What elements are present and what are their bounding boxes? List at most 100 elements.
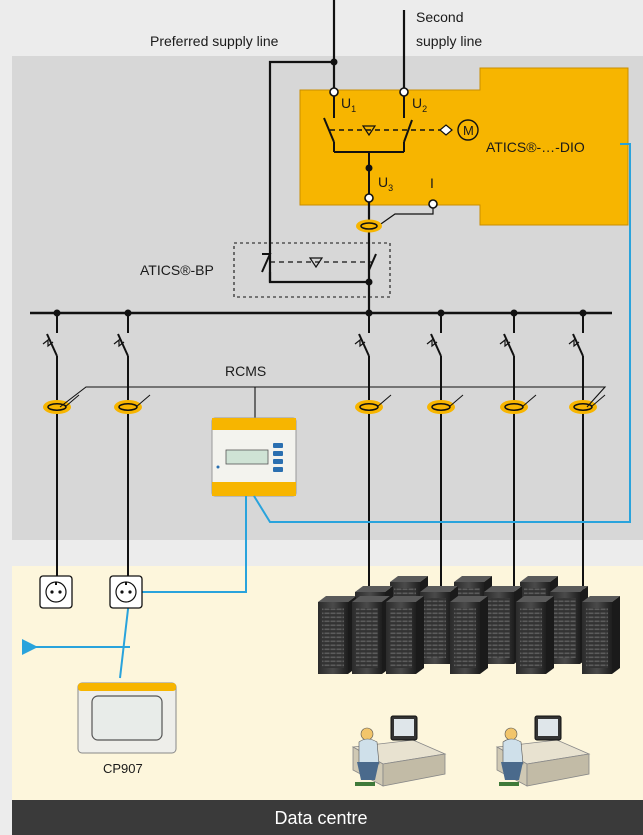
i-terminal [428, 199, 438, 209]
second-supply-label-2: supply line [416, 33, 482, 49]
rack-side [480, 596, 488, 674]
rack-top [352, 596, 390, 602]
junction-dot [330, 58, 338, 66]
cbt-signal-line [448, 394, 464, 408]
cbt-ring-icon [356, 219, 382, 233]
feeder-circuit [113, 309, 151, 576]
atics-dio-device [299, 67, 629, 226]
rack-top [318, 596, 356, 602]
breaker-trip-icon [113, 338, 125, 348]
cbt-ring-core [504, 403, 524, 411]
bypass-interlock-triangle [308, 257, 324, 269]
breaker-contact [117, 333, 129, 357]
supply-lines [268, 0, 406, 282]
cbt-ring-core [573, 403, 593, 411]
breaker-contact [572, 333, 584, 357]
desk-front [526, 753, 590, 787]
cbt-ring-core [360, 222, 378, 230]
breaker-trip-icon [426, 338, 438, 348]
u2-terminal [399, 87, 409, 97]
feeder-circuit [426, 309, 464, 600]
workstation-icon [495, 715, 591, 787]
rack-top [355, 586, 393, 592]
monitor-screen [394, 719, 414, 736]
desk-front [382, 753, 446, 787]
cbt-ring-core [359, 403, 379, 411]
server-rack-icon [318, 596, 356, 674]
rack-side [546, 596, 554, 674]
bypass-line [268, 272, 369, 284]
feeder-circuit [354, 309, 392, 600]
rack-side [416, 596, 424, 674]
cbt-ring-icon [427, 400, 455, 414]
rack-top [450, 596, 488, 602]
person-body [502, 738, 524, 765]
cbt-ring-icon [114, 400, 142, 414]
breaker-contact [430, 333, 442, 357]
breaker-contact [358, 333, 370, 357]
cbt-signal-line [590, 394, 606, 408]
atics-dio-label: ATICS®-…-DIO [486, 139, 585, 155]
cbt-ring-core [47, 403, 67, 411]
rack-top [484, 586, 522, 592]
interlock-triangle [361, 125, 377, 137]
rcms-label: RCMS [225, 363, 266, 379]
second-supply-label-1: Second [416, 9, 463, 25]
u1-label: U1 [341, 95, 356, 114]
junction-dot [365, 164, 373, 172]
u2-label: U2 [412, 95, 427, 114]
cbt-signal-line [377, 208, 434, 227]
server-rack-icon [516, 596, 554, 674]
person-head [504, 727, 518, 741]
rack-top [454, 576, 492, 582]
rack-units [322, 608, 344, 668]
rack-units [424, 598, 446, 658]
server-rack-icon [484, 586, 522, 664]
person-body [358, 738, 380, 765]
person-legs [357, 762, 379, 780]
person-legs [501, 762, 523, 780]
server-racks [318, 576, 620, 674]
current-input-label: I [430, 175, 434, 191]
footer-bar [12, 800, 643, 835]
junction-dot [365, 278, 373, 286]
breaker-contact [46, 333, 58, 357]
rcms-measuring-bus [59, 386, 607, 408]
cp907-panel-icon [77, 682, 177, 754]
chair-base [355, 782, 375, 786]
rack-units [488, 598, 510, 658]
server-rack-icon [352, 596, 390, 674]
rack-top [390, 576, 428, 582]
rack-top [516, 596, 554, 602]
server-rack-icon [450, 596, 488, 674]
rack-units [586, 608, 608, 668]
breaker-trip-icon [499, 338, 511, 348]
cbt-signal-line [64, 394, 80, 408]
rack-units [454, 608, 476, 668]
server-rack-icon [386, 596, 424, 674]
cbt-ring-icon [500, 400, 528, 414]
bypass-switch [261, 253, 377, 273]
cp907-communication-line [119, 496, 247, 679]
u1-terminal [329, 87, 339, 97]
server-rack-icon [582, 596, 620, 674]
rack-units [356, 608, 378, 668]
cbt-signal-line [376, 394, 392, 408]
rack-top [550, 586, 588, 592]
atics-bp-device [233, 242, 391, 298]
socket-icon [39, 575, 73, 609]
cbt-ring-icon [355, 400, 383, 414]
motor-icon [457, 119, 479, 141]
actuator-diamond [439, 124, 453, 136]
breaker-trip-icon [568, 338, 580, 348]
workstation-icon [351, 715, 447, 787]
rack-top [420, 586, 458, 592]
cbt-ring-core [118, 403, 138, 411]
bus-communication-line [253, 143, 631, 523]
socket-icon [109, 575, 143, 609]
cbt-signal-line [135, 394, 151, 408]
breaker-trip-icon [354, 338, 366, 348]
preferred-supply-label: Preferred supply line [150, 33, 279, 49]
transfer-switches [323, 96, 413, 198]
